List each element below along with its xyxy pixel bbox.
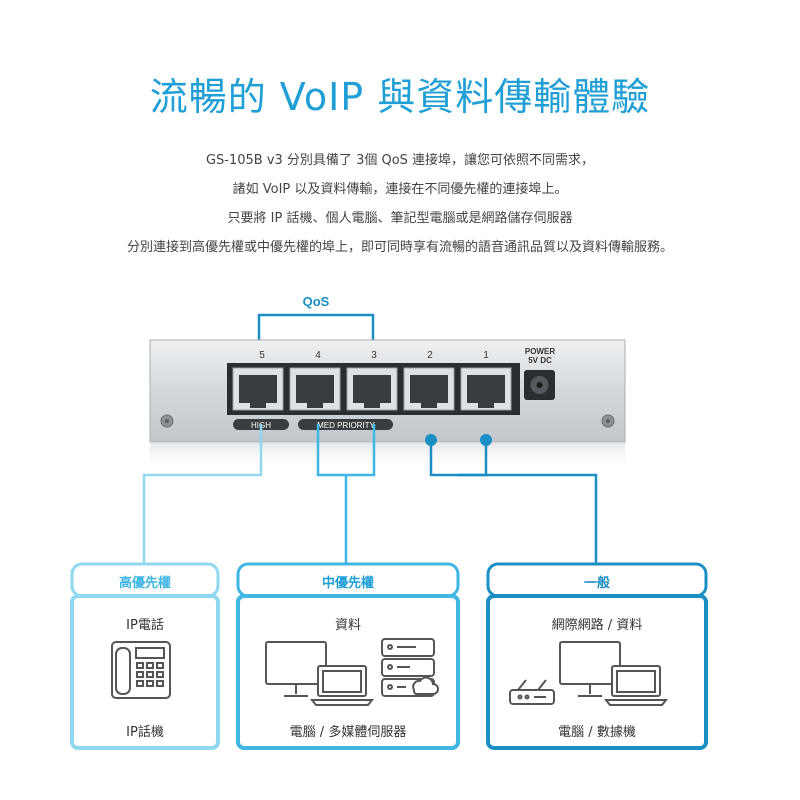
group-med-header: 中優先權	[321, 576, 374, 591]
ethernet-port-5[interactable]	[232, 367, 284, 411]
group-high-header: 高優先權	[118, 576, 171, 591]
normal-connection-line	[458, 473, 598, 565]
port-number-2: 2	[427, 350, 433, 361]
port-number-1: 1	[483, 350, 489, 361]
group-high-bottom-text: IP話機	[126, 725, 164, 740]
med-priority-badge	[298, 419, 393, 430]
desktop-monitor-icon	[265, 641, 327, 697]
group-med-bottom-text: 電腦 / 多媒體伺服器	[289, 725, 407, 740]
ethernet-port-2[interactable]	[403, 367, 455, 411]
description-line-3: 只要將 IP 話機、個人電腦、筆記型電腦或是網路儲存伺服器	[227, 211, 573, 226]
port-2-dot	[425, 434, 437, 446]
laptop-icon	[309, 665, 375, 706]
description-line-2: 諸如 VoIP 以及資料傳輸，連接在不同優先權的連接埠上。	[232, 182, 568, 197]
power-jack[interactable]	[524, 370, 555, 400]
group-normal-header: 一般	[583, 576, 610, 591]
group-normal	[486, 562, 708, 750]
screw-right-center	[606, 419, 610, 423]
qos-bracket	[257, 313, 375, 346]
screw-left-center	[165, 419, 169, 423]
group-high-top-text: IP電話	[126, 618, 164, 633]
description: GS-105B v3 分別具備了 3個 QoS 連接埠，讓您可依照不同需求， 諸…	[0, 146, 800, 262]
power-label: POWER	[525, 347, 555, 356]
ethernet-port-3[interactable]	[346, 367, 398, 411]
port-number-3: 3	[371, 350, 377, 361]
desktop-monitor-icon-2	[559, 641, 621, 697]
modem-icon	[509, 679, 555, 705]
group-med-top-text: 資料	[334, 618, 361, 633]
page-title: 流暢的 VoIP 與資料傳輸體驗	[149, 75, 651, 119]
med-priority-label: MED PRIORITY	[317, 421, 375, 430]
ethernet-port-4[interactable]	[289, 367, 341, 411]
power-voltage-label: 5V DC	[528, 356, 552, 365]
port-1-dot	[480, 434, 492, 446]
port-number-4: 4	[315, 350, 321, 361]
laptop-icon-2	[603, 665, 669, 706]
group-high	[70, 562, 220, 750]
ethernet-port-1[interactable]	[460, 367, 512, 411]
qos-label: QoS	[303, 294, 330, 309]
ip-phone-icon	[111, 641, 171, 699]
high-connection-line	[142, 424, 263, 565]
group-med	[236, 562, 460, 750]
server-cloud-icon	[381, 638, 439, 697]
switch-reflection	[150, 442, 625, 472]
description-line-1: GS-105B v3 分別具備了 3個 QoS 連接埠，讓您可依照不同需求，	[205, 153, 595, 168]
group-normal-bottom-text: 電腦 / 數據機	[558, 725, 636, 740]
group-normal-top-text: 網際網路 / 資料	[551, 618, 643, 633]
description-line-4: 分別連接到高優先權或中優先權的埠上，即可同時享有流暢的語音通訊品質以及資料傳輸服…	[126, 240, 673, 255]
port-number-5: 5	[259, 350, 265, 361]
